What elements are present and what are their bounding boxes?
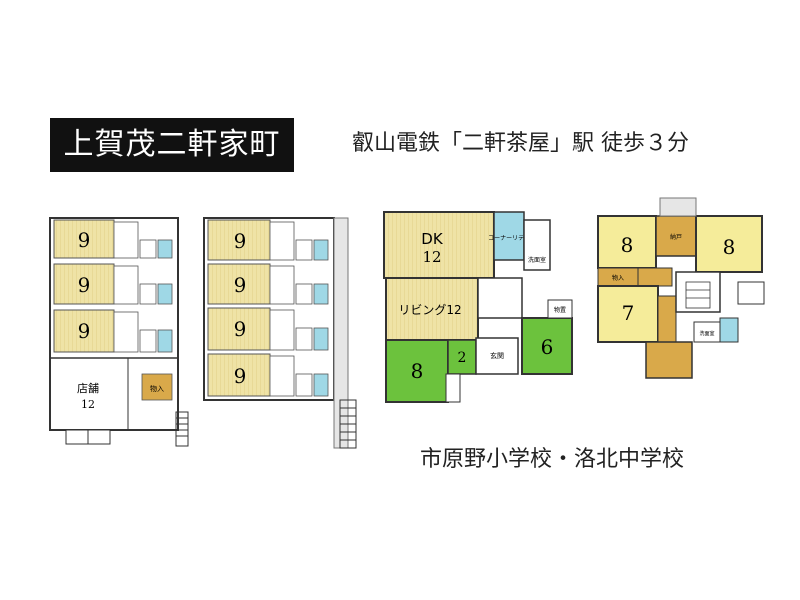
- apartment-right-plan: 9 9 9 9: [203, 217, 357, 449]
- corner-label: コーナーリティ: [488, 235, 530, 242]
- store-size-label: 12: [81, 398, 95, 411]
- unit-row: 9: [53, 309, 173, 353]
- station-access-text: 叡山電鉄「二軒茶屋」駅 徒歩３分: [352, 131, 689, 156]
- unit-row: 9: [207, 307, 329, 351]
- tatami-8-label: 8: [411, 359, 424, 383]
- unit-row: 9: [207, 263, 329, 305]
- closet-label: 物入: [612, 274, 624, 282]
- unit-size-label: 9: [234, 317, 247, 341]
- unit-size-label: 9: [78, 319, 91, 343]
- storage-label: 物置: [554, 306, 566, 314]
- entrance-label: 玄関: [490, 351, 504, 360]
- tatami-2-label: 2: [458, 350, 467, 366]
- living-label: リビング12: [398, 303, 461, 317]
- washroom-label: 洗面室: [528, 256, 546, 264]
- unit-row: 9: [53, 263, 173, 305]
- dk-label: DK: [421, 230, 444, 248]
- washroom-label: 洗面室: [699, 330, 714, 337]
- unit-row: 9: [53, 219, 173, 259]
- unit-row: 9: [207, 353, 329, 397]
- unit-size-label: 9: [234, 364, 247, 388]
- unit-size-label: 9: [234, 273, 247, 297]
- house-2f-plan: 8 納戸 8 物入 7 洗面室: [597, 197, 765, 379]
- store-label: 店舗: [77, 381, 99, 395]
- unit-size-label: 9: [234, 229, 247, 253]
- dk-size-label: 12: [422, 248, 441, 266]
- unit-size-label: 9: [78, 228, 91, 252]
- room-a-size-label: 8: [621, 233, 634, 257]
- room-c-size-label: 7: [622, 301, 635, 325]
- unit-size-label: 9: [78, 273, 91, 297]
- apartment-left-plan: 9 9 9 物入 店舗 12: [49, 217, 189, 447]
- closet-label: 納戸: [670, 233, 682, 241]
- school-district-text: 市原野小学校・洛北中学校: [420, 447, 685, 472]
- unit-row: 9: [207, 219, 329, 261]
- house-1f-plan: DK 12 コーナーリティ 洗面室 リビング12 8 2 玄関 6 物置: [383, 211, 573, 403]
- storage-label: 物入: [150, 384, 164, 393]
- room-b-size-label: 8: [723, 235, 736, 259]
- tatami-6-label: 6: [541, 335, 554, 359]
- page-title: 上賀茂二軒家町: [50, 118, 294, 172]
